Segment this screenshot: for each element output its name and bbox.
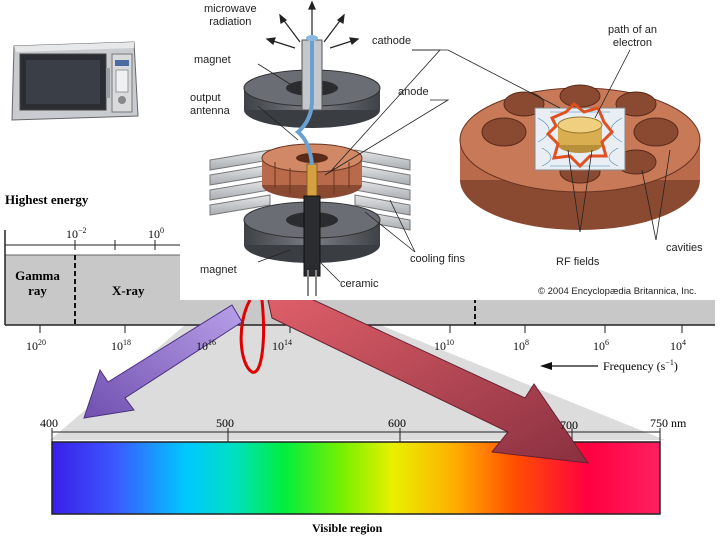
label-output-antenna: output antenna bbox=[190, 92, 230, 117]
band-x-ray: X-ray bbox=[112, 283, 145, 298]
cooling-fins-left bbox=[209, 149, 271, 216]
freq-tick-18: 1018 bbox=[111, 338, 131, 353]
cathode-rod bbox=[306, 163, 318, 199]
label-rf-fields: RF fields bbox=[556, 256, 600, 268]
visible-tick-750: 750 nm bbox=[650, 416, 687, 430]
leader-lines bbox=[257, 49, 671, 283]
label-path-of-electron: path of an electron bbox=[608, 24, 657, 49]
freq-tick-10: 1010 bbox=[434, 338, 454, 353]
cavity-resonator bbox=[459, 84, 701, 230]
label-microwave-radiation: microwave radiation bbox=[204, 3, 257, 28]
visible-tick-500: 500 bbox=[216, 416, 234, 430]
frequency-axis-label: Frequency (s−1) bbox=[603, 358, 678, 373]
output-antenna-wire bbox=[294, 36, 314, 166]
visible-region-caption: Visible region bbox=[312, 521, 383, 535]
electron-path bbox=[545, 101, 615, 169]
freq-tick-16: 1016 bbox=[196, 338, 216, 353]
band-gamma-ray: Gamma ray bbox=[15, 268, 60, 298]
label-magnet-bottom: magnet bbox=[200, 264, 237, 276]
copyright-notice: © 2004 Encyclopædia Britannica, Inc. bbox=[538, 286, 697, 297]
freq-tick-6: 106 bbox=[593, 338, 609, 353]
visible-tick-600: 600 bbox=[388, 416, 406, 430]
visible-tick-400: 400 bbox=[40, 416, 58, 430]
freq-tick-20: 1020 bbox=[26, 338, 46, 353]
wavelength-tick-2: 100 bbox=[148, 226, 164, 241]
label-cooling-fins: cooling fins bbox=[410, 253, 466, 265]
label-anode: anode bbox=[398, 86, 429, 98]
visible-spectrum-bar bbox=[51, 441, 661, 515]
highest-energy-heading: Highest energy bbox=[5, 192, 89, 207]
label-ceramic: ceramic bbox=[340, 278, 379, 290]
label-cavities: cavities bbox=[666, 242, 703, 254]
magnetron-diagram-panel: microwave radiation magnet output antenn… bbox=[180, 0, 720, 300]
wave-curve bbox=[239, 299, 265, 374]
label-magnet-top: magnet bbox=[194, 54, 231, 66]
microwave-oven-icon bbox=[11, 41, 139, 121]
freq-tick-8: 108 bbox=[513, 338, 529, 353]
freq-tick-4: 104 bbox=[670, 338, 686, 353]
wavelength-tick-1: 10−2 bbox=[66, 226, 87, 241]
ceramic-base bbox=[303, 195, 321, 277]
purple-arrow bbox=[83, 304, 243, 419]
radiation-arrows bbox=[265, 0, 360, 49]
label-cathode: cathode bbox=[372, 35, 412, 47]
red-arrow bbox=[267, 289, 590, 464]
freq-tick-14: 1014 bbox=[272, 338, 292, 353]
visible-tick-700: 700 bbox=[560, 418, 578, 432]
magnetron-illustration bbox=[209, 0, 701, 296]
